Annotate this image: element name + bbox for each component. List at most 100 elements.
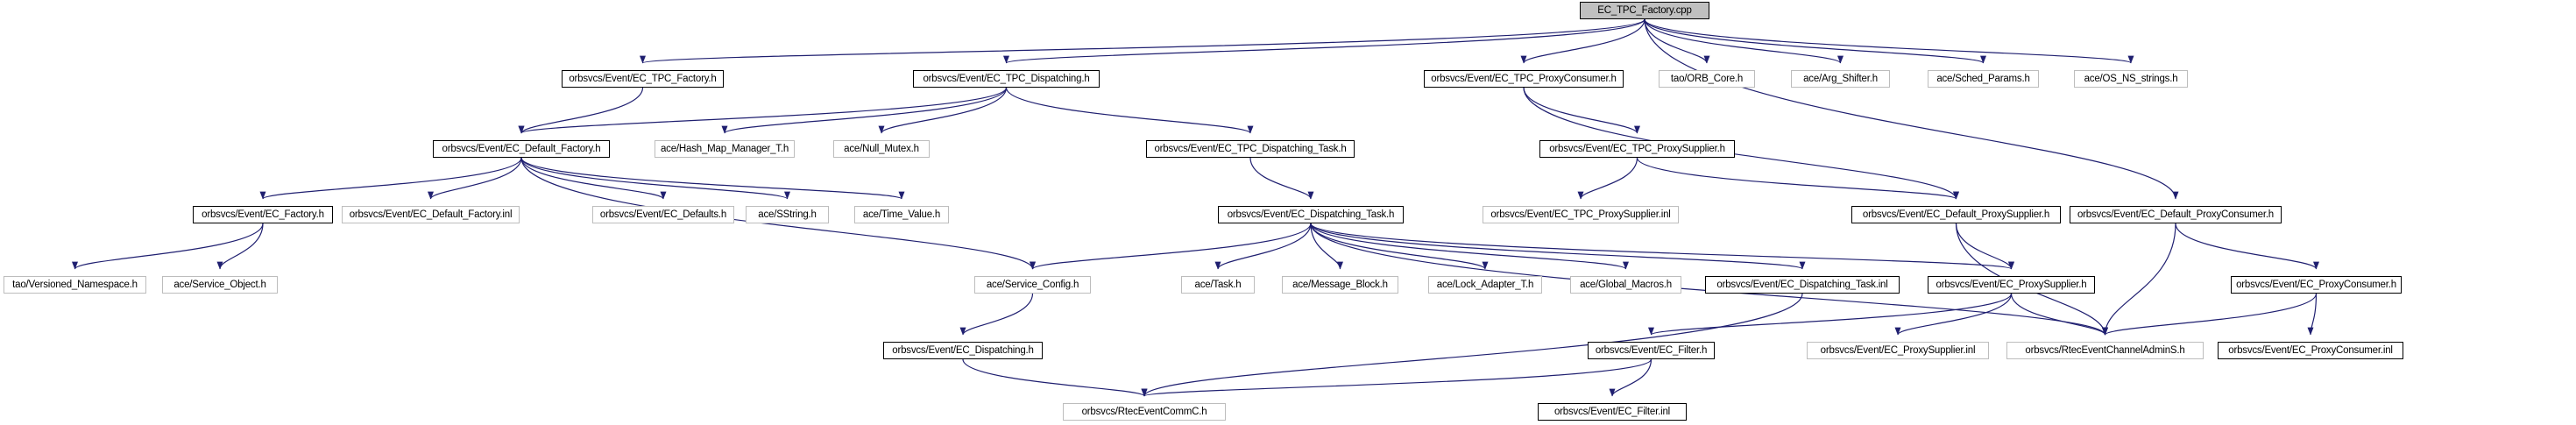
- graph-edge: [1310, 223, 1489, 270]
- graph-node-label: orbsvcs/Event/EC_Dispatching.h: [892, 345, 1034, 356]
- graph-edge: [520, 157, 790, 200]
- graph-edge: [1644, 18, 1844, 64]
- graph-node-label: ace/SString.h: [758, 209, 817, 220]
- graph-edge: [959, 293, 1034, 336]
- graph-node-label: orbsvcs/Event/EC_Default_Factory.inl: [349, 209, 513, 220]
- graph-node[interactable]: orbsvcs/Event/EC_TPC_Dispatching_Task.h: [1146, 140, 1355, 158]
- graph-node[interactable]: ace/Null_Mutex.h: [833, 140, 930, 158]
- graph-node[interactable]: ace/Lock_Adapter_T.h: [1428, 276, 1542, 294]
- graph-node[interactable]: ace/Hash_Map_Manager_T.h: [655, 140, 795, 158]
- graph-node[interactable]: orbsvcs/Event/EC_Factory.h: [193, 206, 333, 223]
- graph-edge: [1142, 358, 1652, 397]
- graph-node-label: tao/Versioned_Namespace.h: [12, 280, 138, 290]
- graph-edge: [428, 157, 522, 200]
- graph-node[interactable]: orbsvcs/Event/EC_Filter.inl: [1538, 403, 1687, 421]
- graph-node[interactable]: orbsvcs/Event/EC_TPC_Dispatching.h: [913, 70, 1100, 88]
- graph-node[interactable]: ace/OS_NS_strings.h: [2074, 70, 2188, 88]
- graph-node-label: ace/Task.h: [1194, 280, 1242, 290]
- graph-node[interactable]: orbsvcs/Event/EC_Filter.h: [1588, 342, 1715, 359]
- graph-node-label: orbsvcs/RtecEventCommC.h: [1081, 407, 1207, 417]
- graph-node-label: orbsvcs/Event/EC_Dispatching_Task.h: [1227, 209, 1395, 220]
- graph-node[interactable]: orbsvcs/Event/EC_ProxySupplier.h: [1928, 276, 2095, 294]
- graph-node-label: orbsvcs/Event/EC_ProxyConsumer.inl: [2228, 345, 2393, 356]
- graph-node-label: ace/Service_Config.h: [986, 280, 1079, 290]
- graph-edge: [1310, 223, 1629, 270]
- graph-edge: [1030, 223, 1312, 270]
- graph-node-label: orbsvcs/Event/EC_TPC_ProxySupplier.h: [1549, 144, 1725, 154]
- graph-node-label: ace/Sched_Params.h: [1936, 74, 2030, 84]
- graph-edge: [72, 223, 264, 270]
- graph-node-label: orbsvcs/Event/EC_TPC_Dispatching_Task.h: [1154, 144, 1347, 154]
- graph-node[interactable]: orbsvcs/Event/EC_Dispatching_Task.inl: [1705, 276, 1900, 294]
- graph-node-label: ace/Message_Block.h: [1292, 280, 1388, 290]
- graph-node[interactable]: ace/Service_Config.h: [974, 276, 1091, 294]
- graph-node[interactable]: ace/Task.h: [1181, 276, 1255, 294]
- graph-edge: [1644, 18, 1710, 64]
- graph-edge: [1005, 87, 1254, 134]
- graph-node[interactable]: orbsvcs/Event/EC_Default_Factory.inl: [342, 206, 520, 223]
- graph-edge: [1955, 223, 2014, 270]
- graph-edge: [518, 87, 644, 134]
- graph-node[interactable]: orbsvcs/Event/EC_TPC_Factory.h: [562, 70, 724, 88]
- graph-node[interactable]: orbsvcs/Event/EC_TPC_ProxySupplier.h: [1539, 140, 1735, 158]
- graph-node-label: orbsvcs/Event/EC_Default_Factory.h: [442, 144, 601, 154]
- graph-node[interactable]: orbsvcs/RtecEventCommC.h: [1063, 403, 1226, 421]
- graph-node[interactable]: orbsvcs/RtecEventChannelAdminS.h: [2006, 342, 2204, 359]
- graph-node[interactable]: orbsvcs/Event/EC_Default_ProxyConsumer.h: [2070, 206, 2282, 223]
- graph-node[interactable]: ace/Arg_Shifter.h: [1791, 70, 1890, 88]
- graph-node[interactable]: ace/Service_Object.h: [162, 276, 278, 294]
- graph-node[interactable]: orbsvcs/Event/EC_TPC_ProxyConsumer.h: [1424, 70, 1624, 88]
- graph-edge: [1644, 18, 2179, 200]
- graph-node[interactable]: orbsvcs/Event/EC_Dispatching_Task.h: [1218, 206, 1404, 223]
- graph-node[interactable]: EC_TPC_Factory.cpp: [1580, 2, 1709, 19]
- graph-node[interactable]: orbsvcs/Event/EC_ProxySupplier.inl: [1807, 342, 1989, 359]
- graph-node-label: ace/Null_Mutex.h: [844, 144, 919, 154]
- graph-node-label: orbsvcs/Event/EC_Default_ProxyConsumer.h: [2077, 209, 2275, 220]
- graph-node[interactable]: ace/Time_Value.h: [854, 206, 949, 223]
- graph-node[interactable]: tao/ORB_Core.h: [1659, 70, 1755, 88]
- graph-edge: [520, 157, 905, 200]
- graph-node-label: orbsvcs/Event/EC_Filter.h: [1595, 345, 1708, 356]
- graph-node-label: orbsvcs/Event/EC_ProxySupplier.h: [1936, 280, 2087, 290]
- graph-edge: [640, 18, 1645, 64]
- graph-edge: [2307, 293, 2318, 336]
- graph-node-label: ace/Time_Value.h: [862, 209, 941, 220]
- graph-node[interactable]: orbsvcs/Event/EC_ProxyConsumer.h: [2231, 276, 2402, 294]
- graph-edge: [721, 87, 1008, 134]
- graph-edge: [1249, 157, 1314, 200]
- graph-node[interactable]: orbsvcs/Event/EC_Default_ProxySupplier.h: [1851, 206, 2061, 223]
- graph-edge: [1644, 18, 1986, 64]
- graph-node-label: orbsvcs/Event/EC_Dispatching_Task.inl: [1716, 280, 1888, 290]
- graph-node-label: orbsvcs/Event/EC_TPC_Factory.h: [569, 74, 717, 84]
- graph-node[interactable]: ace/Sched_Params.h: [1928, 70, 2039, 88]
- graph-edge: [1003, 18, 1645, 64]
- graph-edge: [2010, 293, 2108, 336]
- graph-edge: [1648, 293, 2013, 336]
- graph-edge: [962, 358, 1148, 397]
- graph-node-label: orbsvcs/Event/EC_Default_ProxySupplier.h: [1862, 209, 2050, 220]
- graph-node[interactable]: orbsvcs/Event/EC_Dispatching.h: [883, 342, 1043, 359]
- graph-node[interactable]: ace/Global_Macros.h: [1570, 276, 1681, 294]
- graph-edge: [1310, 223, 2014, 270]
- graph-edge: [1310, 223, 1343, 270]
- graph-node-label: orbsvcs/Event/EC_Defaults.h: [599, 209, 727, 220]
- graph-edge: [518, 87, 1008, 134]
- graph-node[interactable]: ace/SString.h: [746, 206, 829, 223]
- graph-edge: [1310, 223, 1806, 270]
- graph-edge: [1644, 18, 2134, 64]
- graph-edge: [520, 157, 667, 200]
- graph-node[interactable]: orbsvcs/Event/EC_TPC_ProxySupplier.inl: [1483, 206, 1679, 223]
- graph-node[interactable]: orbsvcs/Event/EC_Default_Factory.h: [433, 140, 610, 158]
- graph-node[interactable]: ace/Message_Block.h: [1282, 276, 1398, 294]
- graph-node[interactable]: orbsvcs/Event/EC_Defaults.h: [592, 206, 734, 223]
- graph-node-label: ace/OS_NS_strings.h: [2084, 74, 2178, 84]
- graph-node-label: EC_TPC_Factory.cpp: [1597, 5, 1692, 16]
- graph-node[interactable]: tao/Versioned_Namespace.h: [4, 276, 146, 294]
- graph-node-label: orbsvcs/RtecEventChannelAdminS.h: [2025, 345, 2185, 356]
- graph-edge: [2102, 293, 2318, 336]
- graph-edge: [216, 223, 264, 270]
- graph-node[interactable]: orbsvcs/Event/EC_ProxyConsumer.inl: [2218, 342, 2403, 359]
- graph-node-label: ace/Arg_Shifter.h: [1803, 74, 1878, 84]
- graph-edge: [1609, 358, 1652, 397]
